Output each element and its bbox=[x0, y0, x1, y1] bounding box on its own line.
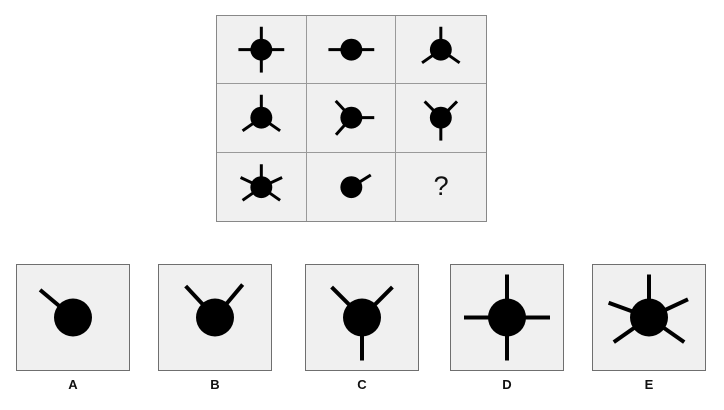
matrix-cell-2-1[interactable] bbox=[217, 84, 307, 153]
hub-circle bbox=[430, 38, 453, 61]
figure-svg bbox=[184, 283, 245, 337]
answer-option-b-label: B bbox=[210, 377, 220, 392]
hub-circle bbox=[343, 298, 381, 337]
answer-option-d-label: D bbox=[502, 377, 512, 392]
figure-svg bbox=[330, 285, 394, 361]
answer-option-b-figure[interactable] bbox=[158, 264, 272, 371]
hub-circle bbox=[340, 175, 362, 198]
matrix-cell-1-1[interactable] bbox=[217, 16, 307, 85]
hub-circle bbox=[250, 38, 273, 61]
hub-circle bbox=[430, 107, 453, 129]
answer-option-e-label: E bbox=[644, 377, 654, 392]
answer-option-a-label: A bbox=[68, 377, 78, 392]
matrix-cell-1-3[interactable] bbox=[396, 16, 486, 85]
matrix-cell-3-1[interactable] bbox=[217, 152, 307, 221]
matrix-cell-1-2[interactable] bbox=[306, 16, 397, 85]
figure-svg bbox=[239, 163, 283, 202]
matrix-cell-3-2[interactable] bbox=[306, 152, 397, 221]
hub-circle bbox=[250, 175, 273, 198]
hub-circle bbox=[54, 298, 92, 337]
answer-option-b[interactable]: B bbox=[158, 264, 272, 392]
matrix-cell-3-3[interactable]: ? bbox=[396, 152, 486, 221]
figure-svg bbox=[423, 100, 459, 141]
answer-option-c[interactable]: C bbox=[305, 264, 419, 392]
figure-svg bbox=[421, 26, 461, 65]
hub-circle bbox=[250, 107, 273, 129]
hub-circle bbox=[488, 298, 526, 337]
figure-svg bbox=[38, 288, 92, 337]
figure-svg bbox=[241, 95, 281, 133]
missing-cell-question-mark: ? bbox=[433, 171, 449, 202]
figure-svg bbox=[464, 274, 550, 361]
answer-option-a-figure[interactable] bbox=[16, 264, 130, 371]
matrix-cell-2-2[interactable] bbox=[306, 84, 397, 153]
matrix-grid: ? bbox=[216, 15, 487, 222]
answer-option-d-figure[interactable] bbox=[450, 264, 564, 371]
figure-svg bbox=[607, 274, 689, 344]
hub-circle bbox=[196, 298, 234, 337]
answer-option-c-figure[interactable] bbox=[305, 264, 419, 371]
figure-svg bbox=[334, 100, 374, 137]
answer-option-e-figure[interactable] bbox=[592, 264, 706, 371]
answer-option-d[interactable]: D bbox=[450, 264, 564, 392]
hub-circle bbox=[340, 107, 362, 129]
figure-svg bbox=[340, 173, 372, 198]
answer-options: A B C D E bbox=[0, 264, 724, 394]
hub-circle bbox=[340, 38, 362, 61]
answer-option-a[interactable]: A bbox=[16, 264, 130, 392]
hub-circle bbox=[630, 298, 668, 337]
figure-svg bbox=[238, 26, 285, 73]
figure-svg bbox=[328, 38, 374, 61]
matrix-cell-2-3[interactable] bbox=[396, 84, 486, 153]
answer-option-e[interactable]: E bbox=[592, 264, 706, 392]
answer-option-c-label: C bbox=[357, 377, 367, 392]
